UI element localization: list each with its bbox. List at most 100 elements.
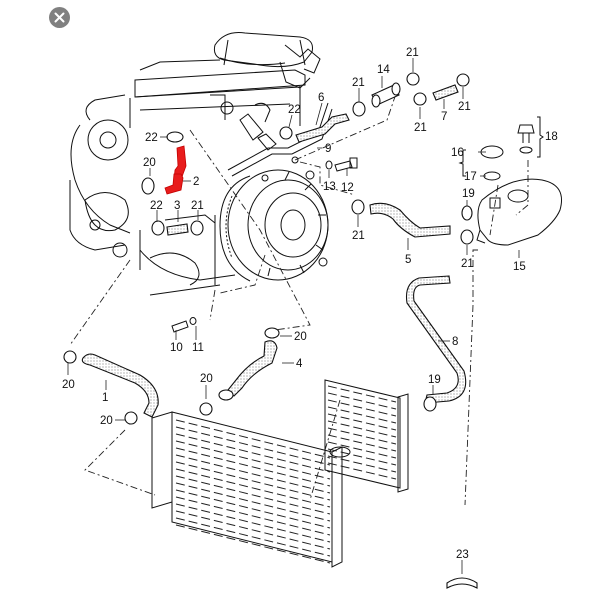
callout-6: 6 [318, 92, 324, 104]
callout-5: 5 [405, 254, 411, 266]
clamp-21f[interactable] [351, 199, 365, 215]
callout-10: 10 [170, 342, 183, 354]
callout-21: 21 [352, 230, 365, 242]
clamp-22c[interactable] [279, 126, 293, 140]
radiator-fin [327, 462, 397, 480]
callout-18: 18 [545, 131, 558, 143]
expansion-tank-part-15[interactable] [476, 178, 562, 246]
radiator-fin [327, 406, 397, 424]
callout-4: 4 [296, 358, 303, 370]
callout-3: 3 [174, 200, 180, 212]
hose-part-3[interactable] [166, 223, 189, 236]
clamp-20d[interactable] [199, 402, 213, 416]
hose-part-6[interactable] [295, 113, 350, 143]
clamp-21g[interactable] [460, 229, 474, 245]
callout-14: 14 [377, 64, 390, 76]
clamp-21a[interactable] [190, 220, 204, 236]
callout-2: 2 [193, 176, 199, 188]
radiator-fin [175, 468, 331, 508]
radiator-fin [175, 517, 331, 557]
radiator-rear[interactable] [324, 379, 409, 493]
bracket-18 [537, 116, 544, 158]
radiator-fin [175, 419, 331, 459]
radiator-fin [175, 461, 331, 501]
radiator-fin [175, 440, 331, 480]
callout-21: 21 [461, 258, 474, 270]
connector-part-14[interactable] [371, 82, 401, 108]
radiator-fin [327, 392, 397, 410]
radiator-fin [327, 420, 397, 438]
callout-22: 22 [288, 104, 301, 116]
callout-20: 20 [143, 157, 156, 169]
clamp-20c[interactable] [63, 350, 77, 364]
clamp-21e[interactable] [456, 73, 470, 87]
radiator-fin [175, 475, 331, 515]
callout-19: 19 [462, 188, 475, 200]
callout-20: 20 [100, 415, 113, 427]
seal-part-17[interactable] [483, 171, 501, 181]
callout-19: 19 [428, 374, 441, 386]
callout-9: 9 [325, 143, 331, 155]
callout-20: 20 [200, 373, 213, 385]
radiator-fin [175, 447, 331, 487]
callout-22: 22 [145, 132, 158, 144]
clamp-20e[interactable] [124, 411, 138, 425]
callout-23: 23 [456, 549, 469, 561]
clamp-19a[interactable] [461, 205, 473, 221]
radiator-fin [327, 434, 397, 452]
clamp-19b[interactable] [423, 396, 437, 412]
callout-20: 20 [62, 379, 75, 391]
callout-13: 13 [323, 181, 336, 193]
callout-21: 21 [458, 101, 471, 113]
hose-part-1[interactable] [81, 353, 159, 418]
clamp-22a[interactable] [166, 131, 184, 143]
radiator-fin [175, 524, 331, 564]
callout-21: 21 [406, 47, 419, 59]
clamp-22b[interactable] [151, 220, 165, 236]
clamp-21c[interactable] [406, 72, 420, 86]
sensor-part-18[interactable] [517, 124, 535, 154]
bracket-16 [458, 149, 466, 177]
callout-17: 17 [464, 171, 477, 183]
washer-part-11[interactable] [189, 317, 197, 325]
radiator-fin [175, 433, 331, 473]
bolt-part-12[interactable] [334, 160, 353, 172]
radiator-fin [327, 441, 397, 459]
radiator-fin [175, 503, 331, 543]
hose-part-4-end [218, 389, 234, 401]
engine-block [69, 32, 333, 296]
radiator-fin [175, 482, 331, 522]
radiator-fin [327, 399, 397, 417]
hose-part-2-highlighted[interactable] [164, 145, 187, 195]
bolt-part-10[interactable] [171, 320, 189, 333]
callout-8: 8 [452, 336, 458, 348]
hose-part-4[interactable] [227, 340, 278, 397]
radiator-fin [327, 448, 397, 466]
callout-20: 20 [294, 331, 307, 343]
close-button[interactable] [49, 7, 70, 28]
radiator-fin [175, 489, 331, 529]
callout-21: 21 [352, 77, 365, 89]
radiator-front[interactable] [151, 411, 351, 568]
hose-part-5[interactable] [369, 202, 451, 238]
clamp-21d[interactable] [413, 92, 427, 106]
callout-ticks [67, 58, 520, 574]
callout-21: 21 [414, 122, 427, 134]
clamp-part-23[interactable] [446, 577, 478, 589]
washer-part-13[interactable] [325, 160, 333, 170]
callout-labels: 22 2 20 3 21 22 22 6 21 14 21 21 7 21 9 … [62, 47, 558, 561]
bolt-part-12-head [349, 157, 358, 169]
clamp-21b[interactable] [352, 101, 366, 117]
fasteners [171, 157, 358, 333]
radiator-fin [327, 455, 397, 473]
radiator-fin [327, 413, 397, 431]
clamp-20a[interactable] [141, 177, 155, 195]
hose-part-7[interactable] [432, 84, 459, 101]
clamp-20b[interactable] [264, 327, 280, 339]
callout-7: 7 [441, 111, 447, 123]
radiator-fin [175, 496, 331, 536]
callout-22: 22 [150, 200, 163, 212]
radiator-fin [327, 385, 397, 403]
